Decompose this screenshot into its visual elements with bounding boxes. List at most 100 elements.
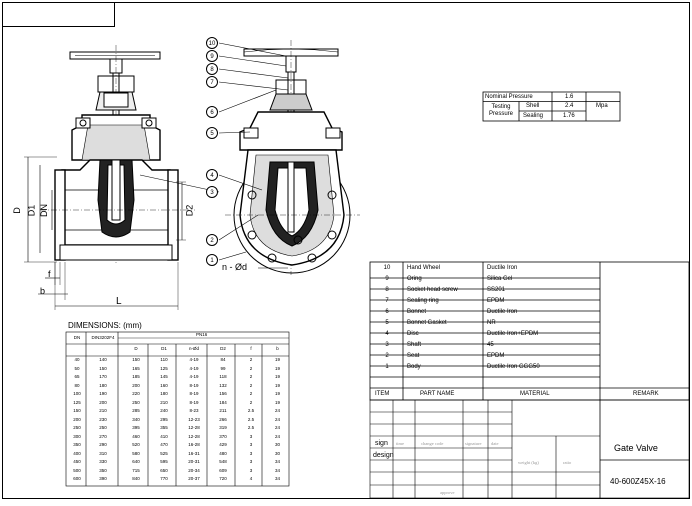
part-material: Ductile Iron bbox=[487, 309, 518, 315]
dim-cell: 250 bbox=[73, 425, 81, 430]
dim-label-L: L bbox=[116, 296, 122, 307]
dim-cell: 4 bbox=[249, 476, 253, 481]
dim-cell: 3 bbox=[249, 467, 253, 473]
dim-cell: 310 bbox=[99, 450, 107, 456]
dim-cell: 3 bbox=[249, 459, 253, 464]
dim-cell: 340 bbox=[132, 416, 140, 422]
dim-cell: 150 bbox=[132, 357, 140, 362]
part-material: EPDM bbox=[487, 353, 505, 359]
dim-cell: 80 bbox=[74, 382, 80, 388]
part-material: Ductile Iron+EPDM bbox=[487, 331, 539, 337]
dim-cell: 548 bbox=[219, 459, 227, 464]
dim-cell: 2 bbox=[249, 357, 253, 362]
part-name: Oring bbox=[407, 276, 422, 282]
dim-cell: 240 bbox=[160, 408, 168, 413]
balloon-2: 2 bbox=[206, 234, 218, 246]
pressure-unit: Mpa bbox=[596, 103, 608, 109]
leader-lines bbox=[139, 42, 289, 269]
dim-cell: 370 bbox=[219, 433, 227, 439]
dim-cell: 19 bbox=[274, 399, 280, 405]
dim-cell: 2.5 bbox=[247, 425, 255, 430]
dim-cell: 16-28 bbox=[188, 442, 200, 447]
part-name: Shaft bbox=[407, 342, 422, 348]
part-material: 45 bbox=[487, 342, 494, 348]
dim-cell: 266 bbox=[219, 416, 227, 422]
dim-cell: 460 bbox=[132, 433, 140, 439]
dim-cell: 19 bbox=[274, 391, 280, 396]
dim-col-header: D bbox=[134, 346, 138, 351]
dim-cell: 285 bbox=[132, 408, 140, 413]
dim-cell: 34 bbox=[274, 476, 280, 481]
dim-cell: 520 bbox=[132, 442, 140, 447]
dim-cell: 8-19 bbox=[189, 391, 199, 396]
dim-cell: 2 bbox=[249, 391, 253, 396]
dim-cell: 140 bbox=[99, 357, 107, 362]
part-item-number: 10 bbox=[383, 265, 391, 271]
dim-cell: 429 bbox=[219, 442, 227, 447]
dim-cell: 99 bbox=[220, 365, 226, 371]
dim-cell: 150 bbox=[73, 408, 81, 413]
parts-header-remark: REMARK bbox=[633, 391, 659, 397]
sealing-label: Sealing bbox=[523, 113, 544, 119]
dim-cell: 30 bbox=[274, 450, 280, 456]
balloon-4: 4 bbox=[206, 169, 218, 181]
part-name: Sealing ring bbox=[407, 298, 439, 304]
dim-label-DN: DN bbox=[39, 204, 49, 217]
dimensions-table-grid bbox=[65, 331, 290, 487]
dim-cell: 480 bbox=[219, 450, 227, 456]
dim-cell: 125 bbox=[160, 365, 168, 371]
title-block-design: design bbox=[373, 452, 394, 459]
part-material: Ductile Iron bbox=[487, 265, 518, 271]
dim-cell: 84 bbox=[220, 357, 226, 362]
pressure-table-grid bbox=[482, 91, 621, 122]
dim-cell: 595 bbox=[160, 459, 168, 464]
dim-cell: 180 bbox=[160, 391, 168, 396]
dim-cell: 2 bbox=[249, 374, 253, 379]
dim-cell: 350 bbox=[99, 467, 107, 473]
part-item-number: 2 bbox=[385, 353, 389, 359]
dim-cell: 470 bbox=[160, 442, 168, 447]
parts-header-item: ITEM bbox=[375, 391, 390, 397]
parts-header-material: MATERIAL bbox=[520, 391, 550, 397]
dim-cell: 2.5 bbox=[247, 416, 255, 422]
dim-cell: 185 bbox=[132, 374, 140, 379]
dim-cell: 24 bbox=[274, 425, 280, 430]
part-material: NR bbox=[487, 320, 496, 326]
balloon-8: 8 bbox=[206, 63, 218, 75]
part-material: Silica Gel bbox=[487, 276, 513, 282]
dim-cell: 184 bbox=[219, 399, 227, 405]
dim-cell: 34 bbox=[274, 467, 280, 473]
pn-header: PN16 bbox=[196, 332, 208, 337]
dim-cell: 165 bbox=[132, 365, 140, 371]
dim-cell: 395 bbox=[132, 425, 140, 430]
part-name: Bonnet bbox=[407, 309, 427, 315]
title-block-ratio: ratio bbox=[563, 460, 572, 465]
dim-cell: 65 bbox=[74, 374, 80, 379]
dim-cell: 16-31 bbox=[188, 450, 200, 456]
testing-pressure-label: Testing Pressure bbox=[488, 104, 513, 117]
dim-cell: 180 bbox=[99, 382, 107, 388]
dim-cell: 319 bbox=[219, 425, 227, 430]
dim-cell: 3 bbox=[249, 450, 253, 456]
dim-cell: 220 bbox=[132, 391, 140, 396]
part-item-number: 9 bbox=[385, 276, 389, 282]
dim-cell: 132 bbox=[219, 382, 227, 388]
dim-cell: 24 bbox=[274, 433, 280, 439]
part-item-number: 8 bbox=[385, 287, 389, 293]
part-item-number: 5 bbox=[385, 320, 389, 326]
front-view bbox=[40, 45, 195, 265]
shell-label: Shell bbox=[526, 103, 540, 109]
dim-cell: 4-19 bbox=[189, 365, 199, 371]
dim-cell: 2 bbox=[249, 399, 253, 405]
dim-cell: 24 bbox=[274, 416, 280, 422]
title-block-sign: sign bbox=[375, 440, 388, 447]
dim-cell: 110 bbox=[160, 357, 168, 362]
dim-cell: 40 bbox=[74, 357, 80, 362]
dim-cell: 390 bbox=[99, 476, 107, 481]
nominal-pressure-label: Nominal Pressure bbox=[485, 94, 533, 100]
dim-col-header: n-Ød bbox=[188, 346, 199, 351]
dim-cell: 210 bbox=[99, 408, 107, 413]
dim-cell: 19 bbox=[274, 382, 280, 388]
dim-cell: 580 bbox=[132, 450, 140, 456]
balloon-3: 3 bbox=[206, 186, 218, 198]
